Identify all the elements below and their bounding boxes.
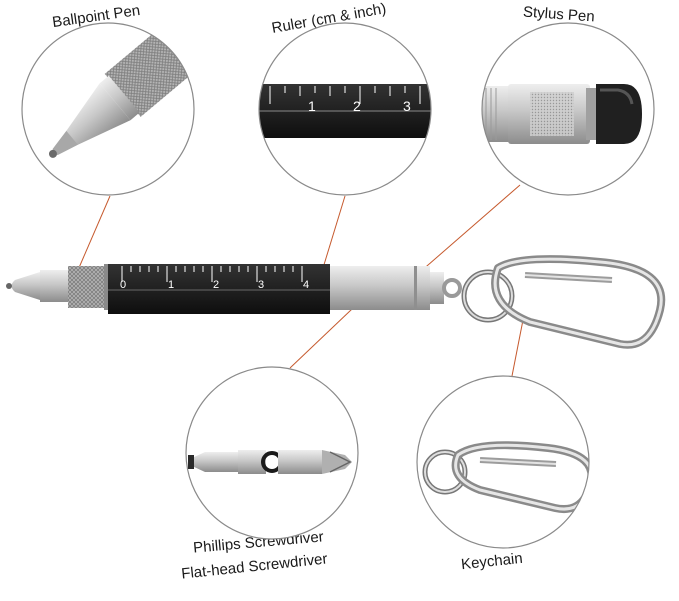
callout-line-stylus bbox=[419, 184, 521, 273]
callout-line-ruler bbox=[322, 195, 346, 269]
callout-line-ballpoint bbox=[77, 195, 111, 271]
ruler-main-tick-4: 4 bbox=[303, 279, 309, 291]
multitool-pen: 0 1 2 3 4 bbox=[6, 264, 462, 314]
detail-circle-keychain bbox=[417, 376, 589, 548]
ruler-main-tick-3: 3 bbox=[258, 279, 264, 291]
callout-line-keychain bbox=[511, 319, 524, 377]
ruler-main-tick-1: 1 bbox=[168, 279, 174, 291]
ruler-top-tick-3: 3 bbox=[403, 98, 411, 114]
ruler-main-tick-2: 2 bbox=[213, 279, 219, 291]
detail-circle-ruler: 1 2 3 bbox=[259, 23, 431, 195]
main-carabiner bbox=[491, 255, 666, 349]
detail-circle-ballpoint bbox=[22, 23, 194, 195]
ruler-top-tick-1: 1 bbox=[308, 98, 316, 114]
ruler-top-tick-2: 2 bbox=[353, 98, 361, 114]
detail-circle-screwdriver bbox=[186, 367, 358, 539]
detail-circle-stylus bbox=[482, 23, 654, 195]
main-keyring bbox=[461, 255, 666, 349]
ruler-main-tick-0: 0 bbox=[120, 279, 126, 291]
